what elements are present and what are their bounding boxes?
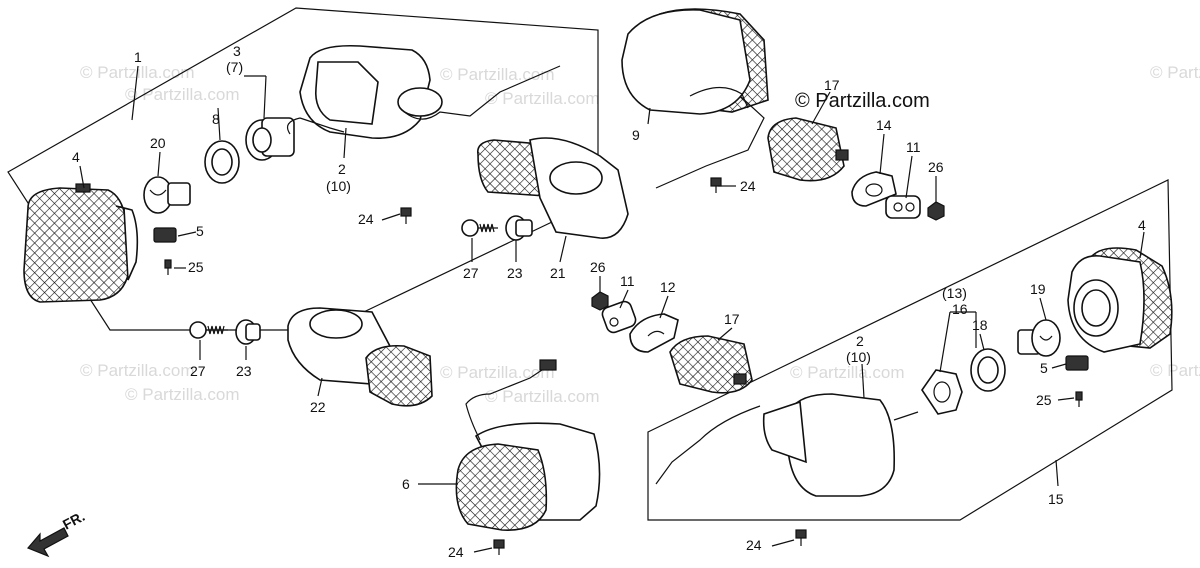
nut-26-top <box>927 201 945 221</box>
callout-label: 1 <box>134 49 142 65</box>
callout-label: 4 <box>72 149 80 165</box>
callout-label: 17 <box>824 77 840 93</box>
callout-label: 5 <box>196 223 204 239</box>
callout-label: (13) <box>942 285 967 301</box>
callout-label: 23 <box>507 265 523 281</box>
callout-label: 12 <box>660 279 676 295</box>
callout-label: 25 <box>1036 392 1052 408</box>
right-bulb <box>1017 319 1061 357</box>
callout-label: 14 <box>876 117 892 133</box>
callout-label: (10) <box>326 178 351 194</box>
callout-label: 24 <box>746 537 762 553</box>
top-right-lens <box>621 8 769 189</box>
callout-label: 2 <box>856 333 864 349</box>
callout-label: 6 <box>402 476 410 492</box>
callout-label: 9 <box>632 127 640 143</box>
bolt-27-mid <box>189 321 228 339</box>
watermark-text: © Partzilla.com <box>485 89 600 108</box>
callout-label: 2 <box>338 161 346 177</box>
screw-24-bottom-right <box>795 529 807 546</box>
watermark-text: © Partzilla.com <box>440 363 555 382</box>
watermark-text: © Partzilla.com <box>790 363 905 382</box>
callout-label: 27 <box>463 265 479 281</box>
callout-label: 21 <box>550 265 566 281</box>
relay-17-top <box>767 117 849 182</box>
callout-label: 8 <box>212 111 220 127</box>
watermark-text: © Partzilla.com <box>1150 361 1200 380</box>
watermark-text: © Partzilla.com <box>125 85 240 104</box>
screw-24-mid <box>710 177 722 193</box>
callout-label: 19 <box>1030 281 1046 297</box>
left-bulb <box>143 176 191 214</box>
left-socket-gasket <box>204 140 240 184</box>
collar-23-mid <box>235 319 261 345</box>
right-lens <box>1067 247 1173 353</box>
callout-label: 24 <box>448 544 464 560</box>
callout-label: 5 <box>1040 360 1048 376</box>
watermark-text: © Partzilla.com <box>80 361 195 380</box>
callout-label: 15 <box>1048 491 1064 507</box>
relay-17-mid <box>669 335 753 394</box>
screw-24-bottom <box>493 539 505 555</box>
callout-label: 18 <box>972 317 988 333</box>
callout-label: 20 <box>150 135 166 151</box>
plate-11-mid <box>601 300 637 334</box>
grommet-14 <box>851 171 897 207</box>
right-gasket <box>970 348 1006 392</box>
leader-lines <box>79 65 1145 553</box>
callout-label: 16 <box>952 301 968 317</box>
callout-label: 24 <box>358 211 374 227</box>
plate-11-top <box>885 195 921 219</box>
watermark-text: © Partzilla.com <box>440 65 555 84</box>
left-socket <box>245 117 295 161</box>
callout-label: 11 <box>620 273 635 289</box>
right-housing <box>655 393 919 497</box>
watermark-text: © Partzilla.com <box>1150 63 1200 82</box>
watermark-text: © Partzilla.com <box>485 387 600 406</box>
bottom-lamp <box>455 359 601 531</box>
left-lens <box>23 183 139 303</box>
right-socket <box>921 369 963 415</box>
callout-label: 3 <box>233 43 241 59</box>
callout-label: 26 <box>590 259 606 275</box>
bolt-27-top <box>461 219 498 237</box>
stay-22 <box>287 307 433 407</box>
screw-24-top <box>400 207 412 224</box>
callout-label: (10) <box>846 349 871 365</box>
watermark-text: © Partzilla.com <box>125 385 240 404</box>
callout-label: 27 <box>190 363 206 379</box>
callout-label: 11 <box>906 139 921 155</box>
right-small-parts <box>1065 355 1089 407</box>
front-arrow-icon <box>26 527 69 558</box>
callout-label: 25 <box>188 259 204 275</box>
callout-label: 17 <box>724 311 740 327</box>
left-housing <box>287 44 561 139</box>
left-small-parts <box>153 227 177 275</box>
callout-label: 24 <box>740 178 756 194</box>
callout-label: 26 <box>928 159 944 175</box>
brand-label: © Partzilla.com <box>795 90 930 112</box>
callout-label: 4 <box>1138 217 1146 233</box>
callout-label: 22 <box>310 399 326 415</box>
grommet-12 <box>629 313 679 353</box>
collar-23-top <box>505 215 533 241</box>
callout-label: 23 <box>236 363 252 379</box>
callout-labels: 1 3 (7) 8 2 (10) 4 20 5 25 24 27 23 21 9… <box>72 43 1146 560</box>
callout-label: (7) <box>226 59 243 75</box>
watermark-layer: © Partzilla.com © Partzilla.com © Partzi… <box>80 63 1200 406</box>
right-assembly-box <box>647 179 1173 521</box>
stay-21 <box>477 137 629 239</box>
